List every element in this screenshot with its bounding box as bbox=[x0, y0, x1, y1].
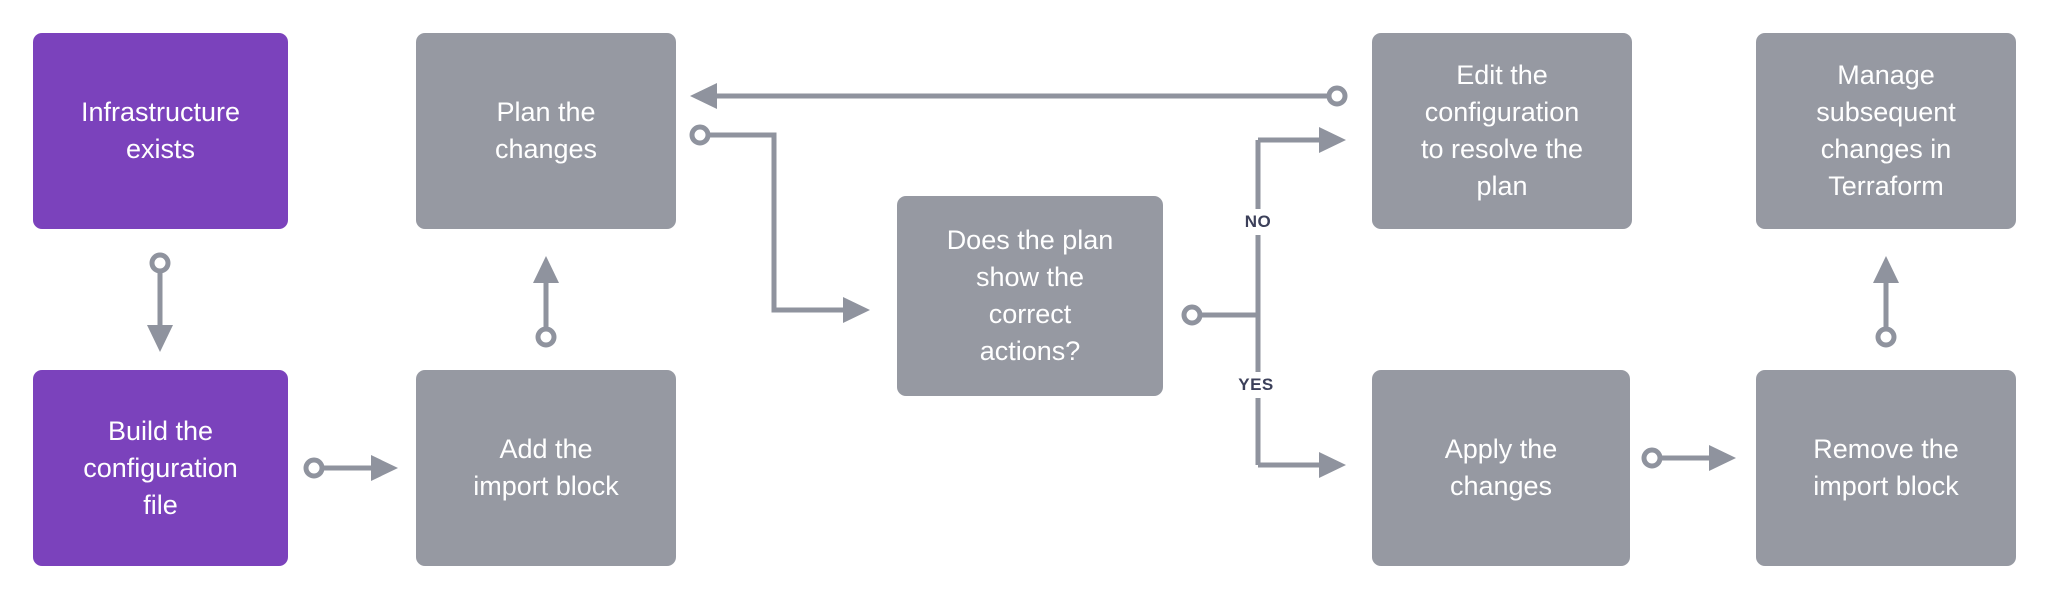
connector-apply-to-remove bbox=[1641, 445, 1736, 471]
node-apply-the-changes: Apply the changes bbox=[1372, 370, 1630, 566]
connector-build-to-import bbox=[303, 455, 398, 481]
node-plan-the-changes: Plan the changes bbox=[416, 33, 676, 229]
node-infrastructure-exists: Infrastructure exists bbox=[33, 33, 288, 229]
connector-edit-to-plan bbox=[690, 83, 1348, 109]
connector-plan-to-decision bbox=[689, 124, 870, 323]
node-edit-configuration: Edit the configuration to resolve the pl… bbox=[1372, 33, 1632, 229]
connector-infrastructure-to-build bbox=[147, 252, 173, 352]
node-build-configuration-file: Build the configuration file bbox=[33, 370, 288, 566]
node-manage-subsequent-changes: Manage subsequent changes in Terraform bbox=[1756, 33, 2016, 229]
connector-remove-to-manage bbox=[1873, 256, 1899, 348]
node-decision-plan-correct: Does the plan show the correct actions? bbox=[897, 196, 1163, 396]
node-remove-import-block: Remove the import block bbox=[1756, 370, 2016, 566]
branch-label-yes: YES bbox=[1233, 372, 1279, 398]
node-add-import-block: Add the import block bbox=[416, 370, 676, 566]
connector-decision-branches bbox=[1181, 127, 1346, 478]
branch-label-no: NO bbox=[1239, 209, 1277, 235]
connector-import-to-plan bbox=[533, 256, 559, 348]
